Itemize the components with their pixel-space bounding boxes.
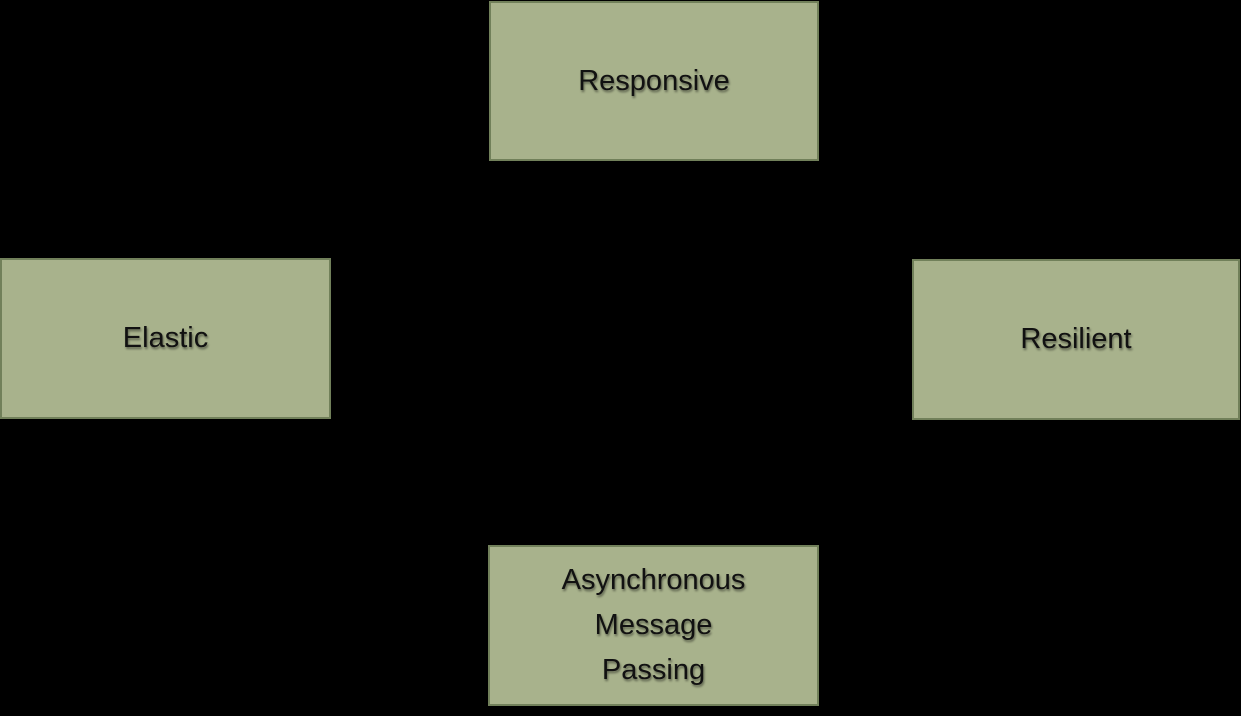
edge-elastic-async	[162, 414, 493, 627]
edge-responsive-elastic	[162, 77, 493, 263]
edge-resilient-async	[814, 415, 1079, 627]
node-elastic: Elastic	[0, 258, 331, 419]
node-async-message-passing: Asynchronous Message Passing	[488, 545, 819, 706]
node-resilient-label: Resilient	[1020, 323, 1132, 355]
node-responsive-label: Responsive	[578, 64, 730, 97]
edge-responsive-resilient	[814, 77, 1079, 264]
node-async-message-passing-label: Asynchronous Message Passing	[561, 564, 746, 686]
node-elastic-label: Elastic	[122, 322, 209, 354]
node-responsive: Responsive	[489, 1, 819, 161]
node-resilient: Resilient	[912, 259, 1240, 420]
